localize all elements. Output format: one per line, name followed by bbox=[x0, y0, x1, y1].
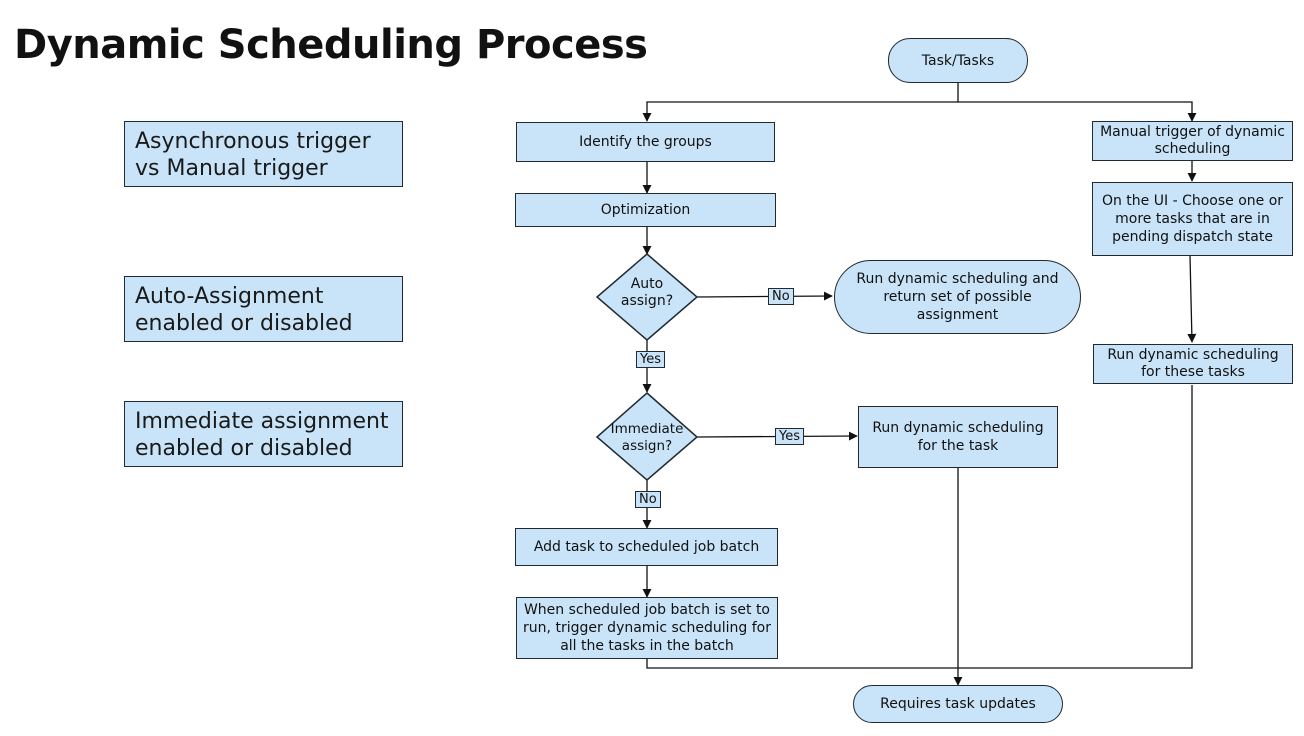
decision-auto-assign-label: Auto assign? bbox=[620, 276, 674, 309]
node-add-batch: Add task to scheduled job batch bbox=[515, 528, 778, 566]
node-choose-tasks: On the UI - Choose one or more tasks tha… bbox=[1092, 182, 1293, 256]
label-auto-no: No bbox=[768, 288, 794, 305]
edge-to-manual bbox=[958, 101, 1197, 122]
node-end: Requires task updates bbox=[853, 685, 1063, 723]
node-optimization: Optimization bbox=[515, 193, 776, 227]
edge-run-these-merge bbox=[646, 385, 1193, 669]
node-start: Task/Tasks bbox=[888, 38, 1028, 83]
node-run-possible: Run dynamic scheduling and return set of… bbox=[834, 260, 1081, 334]
node-manual-trigger: Manual trigger of dynamic scheduling bbox=[1092, 121, 1293, 161]
decision-immediate-assign-label: Immediate assign? bbox=[610, 421, 684, 454]
node-batch-run: When scheduled job batch is set to run, … bbox=[516, 597, 778, 659]
decision-immediate-assign bbox=[595, 392, 699, 481]
edge-choose-run bbox=[1187, 255, 1197, 343]
label-immediate-yes: Yes bbox=[775, 428, 804, 445]
edge-auto-no bbox=[696, 291, 833, 301]
node-identify-groups: Identify the groups bbox=[516, 122, 775, 162]
decision-auto-assign bbox=[595, 253, 699, 341]
label-auto-yes: Yes bbox=[636, 351, 665, 368]
side-note-trigger: Asynchronous trigger vs Manual trigger bbox=[124, 121, 403, 187]
edge-to-identify bbox=[642, 101, 958, 122]
page-title: Dynamic Scheduling Process bbox=[14, 22, 648, 68]
label-immediate-no: No bbox=[635, 491, 661, 508]
node-run-these: Run dynamic scheduling for these tasks bbox=[1093, 344, 1293, 384]
side-note-auto-assignment: Auto-Assignment enabled or disabled bbox=[124, 276, 403, 342]
node-run-task: Run dynamic scheduling for the task bbox=[858, 406, 1058, 468]
side-note-immediate-assignment: Immediate assignment enabled or disabled bbox=[124, 401, 403, 467]
